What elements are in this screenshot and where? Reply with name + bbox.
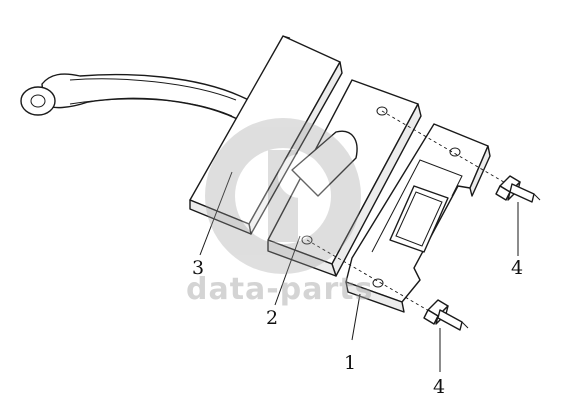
part-3-lever-handle [20, 35, 343, 235]
callout-part-4-right: 4 [511, 257, 524, 279]
part-1-gasket-plate [345, 123, 491, 313]
watermark-logo-icon [205, 118, 361, 274]
assembly-axis-lines [306, 110, 515, 323]
callout-part-2: 2 [266, 307, 279, 329]
callout-part-3: 3 [192, 257, 205, 279]
callout-part-1: 1 [344, 352, 357, 374]
part-2-mounting-plate [267, 79, 422, 277]
leader-lines [199, 171, 519, 372]
watermark-text: data-parts [186, 272, 374, 307]
callout-part-4-bottom: 4 [433, 376, 446, 398]
part-4-bolt-right [495, 175, 541, 203]
part-4-bolt-bottom [423, 299, 469, 331]
